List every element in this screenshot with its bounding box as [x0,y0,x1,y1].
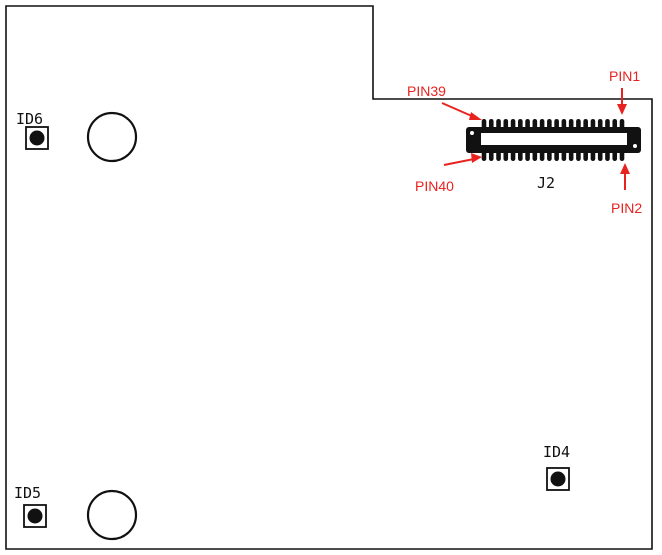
fiducial-label-id6: ID6 [16,110,43,128]
pin39-label: PIN39 [407,83,446,99]
connector-mark-right [633,144,637,148]
fiducial-id4: ID4 [543,443,570,491]
fiducial-id5: ID5 [14,484,47,528]
fiducial-label-id4: ID4 [543,443,570,461]
connector-label: J2 [537,174,555,192]
pin1-label: PIN1 [609,68,640,84]
mounting-hole-top [86,111,138,163]
fiducial-id6: ID6 [16,110,49,150]
connector-j2: J2 [466,119,641,192]
connector-body-inner [481,133,627,145]
pin2-label: PIN2 [611,200,642,216]
pin-annotations: PIN39 PIN1 PIN40 PIN2 [407,68,642,216]
mounting-hole-bottom [86,489,138,541]
board-outline [5,5,653,550]
pin40-label: PIN40 [415,178,454,194]
connector-mark-left [470,131,474,135]
fiducial-label-id5: ID5 [14,484,41,502]
